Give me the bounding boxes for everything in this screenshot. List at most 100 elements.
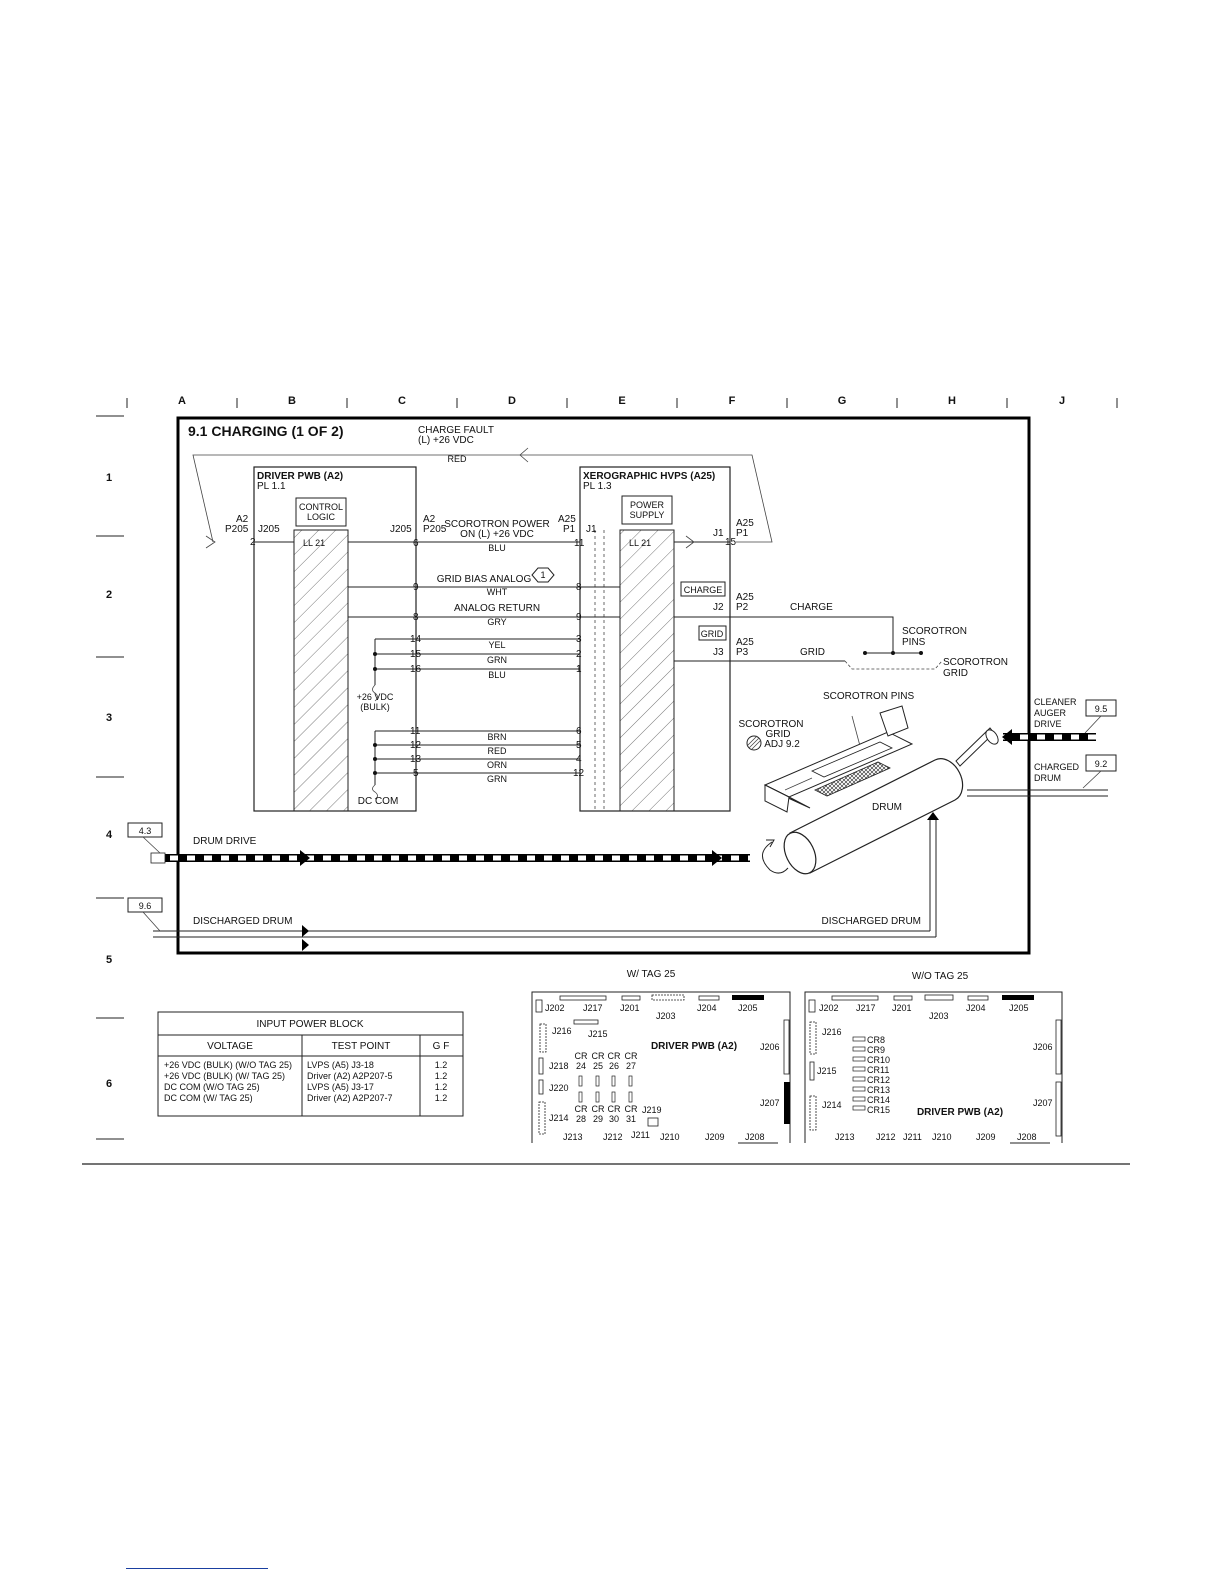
col-label: B [288, 395, 296, 407]
left-pin: 16 [410, 664, 422, 675]
power-supply-label: SUPPLY [630, 510, 665, 520]
conn-label: J208 [745, 1132, 765, 1142]
cr-label: CR [625, 1104, 638, 1114]
signal-label: SCOROTRON POWER [444, 519, 550, 530]
power-block-cell: Driver (A2) A2P207-5 [307, 1071, 393, 1081]
driver-j205-right: J205 [390, 524, 412, 535]
cr-label: CR10 [867, 1055, 890, 1065]
hvps-a25-j3: A25 [736, 637, 754, 648]
driver-a2-right: A2 [423, 514, 436, 525]
conn-label: J204 [697, 1003, 717, 1013]
hvps-block: XEROGRAPHIC HVPS (A25) PL 1.3 POWER SUPP… [558, 466, 754, 812]
conn-label: J219 [642, 1105, 662, 1115]
control-logic-label: LOGIC [307, 512, 336, 522]
wire-color: RED [487, 746, 507, 756]
conn-label: J212 [603, 1132, 623, 1142]
cr-label: CR8 [867, 1035, 885, 1045]
row-label: 6 [106, 1078, 112, 1090]
left-pin: 11 [410, 726, 421, 737]
row-label: 5 [106, 954, 112, 966]
conn-label: J210 [660, 1132, 680, 1142]
hvps-charge-box: CHARGE [684, 585, 723, 595]
driver-board-without-tag: W/O TAG 25 DRIVER PWB (A2) J202 J217 J20… [804, 971, 1063, 1144]
conn-label: J201 [620, 1003, 640, 1013]
conn-label: J216 [822, 1027, 842, 1037]
cr-label: 29 [593, 1114, 603, 1124]
right-pin: 1 [576, 664, 582, 675]
driver-p205-label: P205 [225, 524, 249, 535]
note-tag: 1 [540, 570, 545, 580]
power-block-cell: DC COM (W/ TAG 25) [164, 1093, 253, 1103]
signal-label: ANALOG RETURN [454, 603, 540, 614]
power-block-cell: 1.2 [435, 1082, 448, 1092]
hvps-p1-left: P1 [563, 524, 576, 535]
board-title: DRIVER PWB (A2) [651, 1041, 737, 1052]
board-caption: W/O TAG 25 [912, 971, 969, 982]
scorotron-pins-label: PINS [902, 637, 926, 648]
row-label: 3 [106, 712, 112, 724]
conn-label: J202 [545, 1003, 565, 1013]
power-block-header: VOLTAGE [207, 1041, 253, 1052]
conn-label: J208 [1017, 1132, 1037, 1142]
hvps-pl: PL 1.3 [583, 481, 612, 492]
conn-label: J213 [835, 1132, 855, 1142]
cr-label: CR [592, 1104, 605, 1114]
driver-pwb-title: DRIVER PWB (A2) [257, 471, 343, 482]
power-block-cell: +26 VDC (BULK) (W/ TAG 25) [164, 1071, 285, 1081]
hvps-a25-right: A25 [736, 518, 754, 529]
charge-wire-label: CHARGE [790, 602, 833, 613]
hvps-j1-left: J1 [586, 524, 597, 535]
conn-label: J211 [631, 1130, 650, 1140]
col-label: H [948, 395, 956, 407]
row-label: 2 [106, 589, 112, 601]
wire-color: BRN [487, 732, 506, 742]
conn-label: J214 [549, 1113, 569, 1123]
row-label: 4 [106, 829, 113, 841]
left-pin: 5 [413, 768, 419, 779]
cr-label: CR [625, 1051, 638, 1061]
dc-com-label: DC COM [358, 796, 399, 807]
col-label: C [398, 395, 406, 407]
cr-label: 31 [626, 1114, 636, 1124]
wire-color: GRN [487, 774, 507, 784]
charge-fault-label: CHARGE FAULT [418, 425, 494, 436]
col-label: D [508, 395, 516, 407]
hvps-a25-left: A25 [558, 514, 576, 525]
left-pin: 6 [413, 538, 419, 549]
wire-color: GRN [487, 655, 507, 665]
conn-label: J204 [966, 1003, 986, 1013]
right-pin: 3 [576, 634, 582, 645]
power-block-cell: DC COM (W/O TAG 25) [164, 1082, 260, 1092]
charge-fault-voltage: (L) +26 VDC [418, 435, 474, 446]
hvps-a25-j2: A25 [736, 592, 754, 603]
cleaner-drive-label: AUGER [1034, 708, 1067, 718]
adjust-callout: ADJ 9.2 [764, 739, 800, 750]
main-frame [176, 416, 1031, 955]
input-power-block: INPUT POWER BLOCK VOLTAGE TEST POINT G F… [157, 1011, 464, 1117]
conn-label: J214 [822, 1100, 842, 1110]
col-label: F [729, 395, 736, 407]
driver-j205-label: J205 [258, 524, 280, 535]
cr-label: CR11 [867, 1065, 889, 1075]
conn-label: J203 [656, 1011, 676, 1021]
cr-label: CR15 [867, 1105, 890, 1115]
conn-label: J203 [929, 1011, 949, 1021]
cr-label: CR [575, 1051, 588, 1061]
bulk-voltage-label: +26 VDC [357, 692, 394, 702]
charged-drum-ref: 9.2 [1095, 759, 1108, 769]
wire-color: WHT [487, 587, 508, 597]
power-block-cell: LVPS (A5) J3-17 [307, 1082, 374, 1092]
drum-drive-ref: 4.3 [139, 826, 152, 836]
cr-label: CR [608, 1104, 621, 1114]
discharged-drum-label-right: DISCHARGED DRUM [822, 916, 921, 927]
hvps-j3: J3 [713, 647, 724, 658]
power-supply-label: POWER [630, 500, 665, 510]
power-block-header: TEST POINT [332, 1041, 391, 1052]
board-title: DRIVER PWB (A2) [917, 1107, 1003, 1118]
right-pin: 2 [576, 649, 582, 660]
grid-wire-label: GRID [800, 647, 825, 658]
signal-label: ON (L) +26 VDC [460, 529, 534, 540]
power-block-title: INPUT POWER BLOCK [256, 1019, 363, 1030]
grid-row-labels: 1 2 3 4 5 6 [96, 415, 124, 1140]
